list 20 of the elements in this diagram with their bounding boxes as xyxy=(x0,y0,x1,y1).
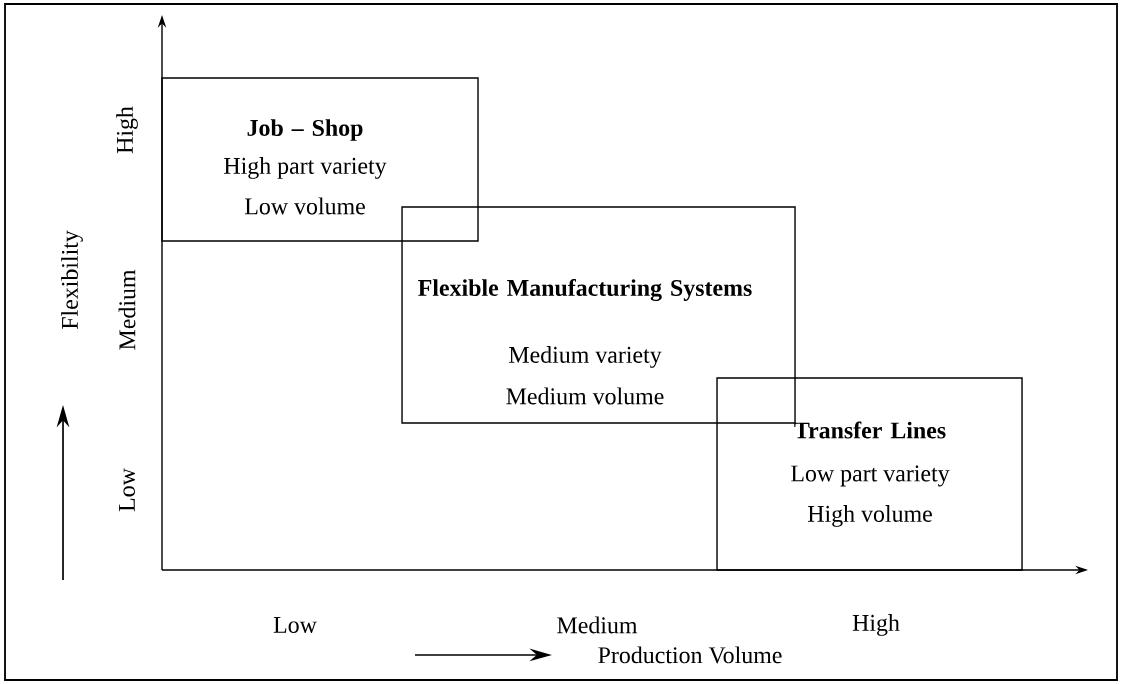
box-text: High part variety xyxy=(224,157,387,179)
axis-tick-label: Low xyxy=(119,468,135,512)
axis-tick-label: Low xyxy=(273,617,317,633)
box-heading: Job – Shop xyxy=(247,119,363,141)
box-text: Medium variety xyxy=(509,346,662,368)
axis-tick-label: Medium xyxy=(118,269,136,350)
axis-tick-label: High xyxy=(852,614,900,636)
box-heading: Transfer Lines xyxy=(794,421,946,439)
box-text: Medium volume xyxy=(506,387,664,405)
box-text: Low part variety xyxy=(791,465,950,487)
axis-tick-label: High xyxy=(116,106,138,154)
axis-tick-label: Medium xyxy=(557,616,638,634)
category-box xyxy=(401,206,796,424)
category-box xyxy=(716,377,1023,571)
axis-title: Production Volume xyxy=(598,646,782,664)
box-text: Low volume xyxy=(244,197,365,215)
category-box xyxy=(161,77,479,242)
box-heading: Flexible Manufacturing Systems xyxy=(418,278,752,302)
box-text: High volume xyxy=(807,505,932,527)
axis-title: Flexibility xyxy=(61,230,83,330)
